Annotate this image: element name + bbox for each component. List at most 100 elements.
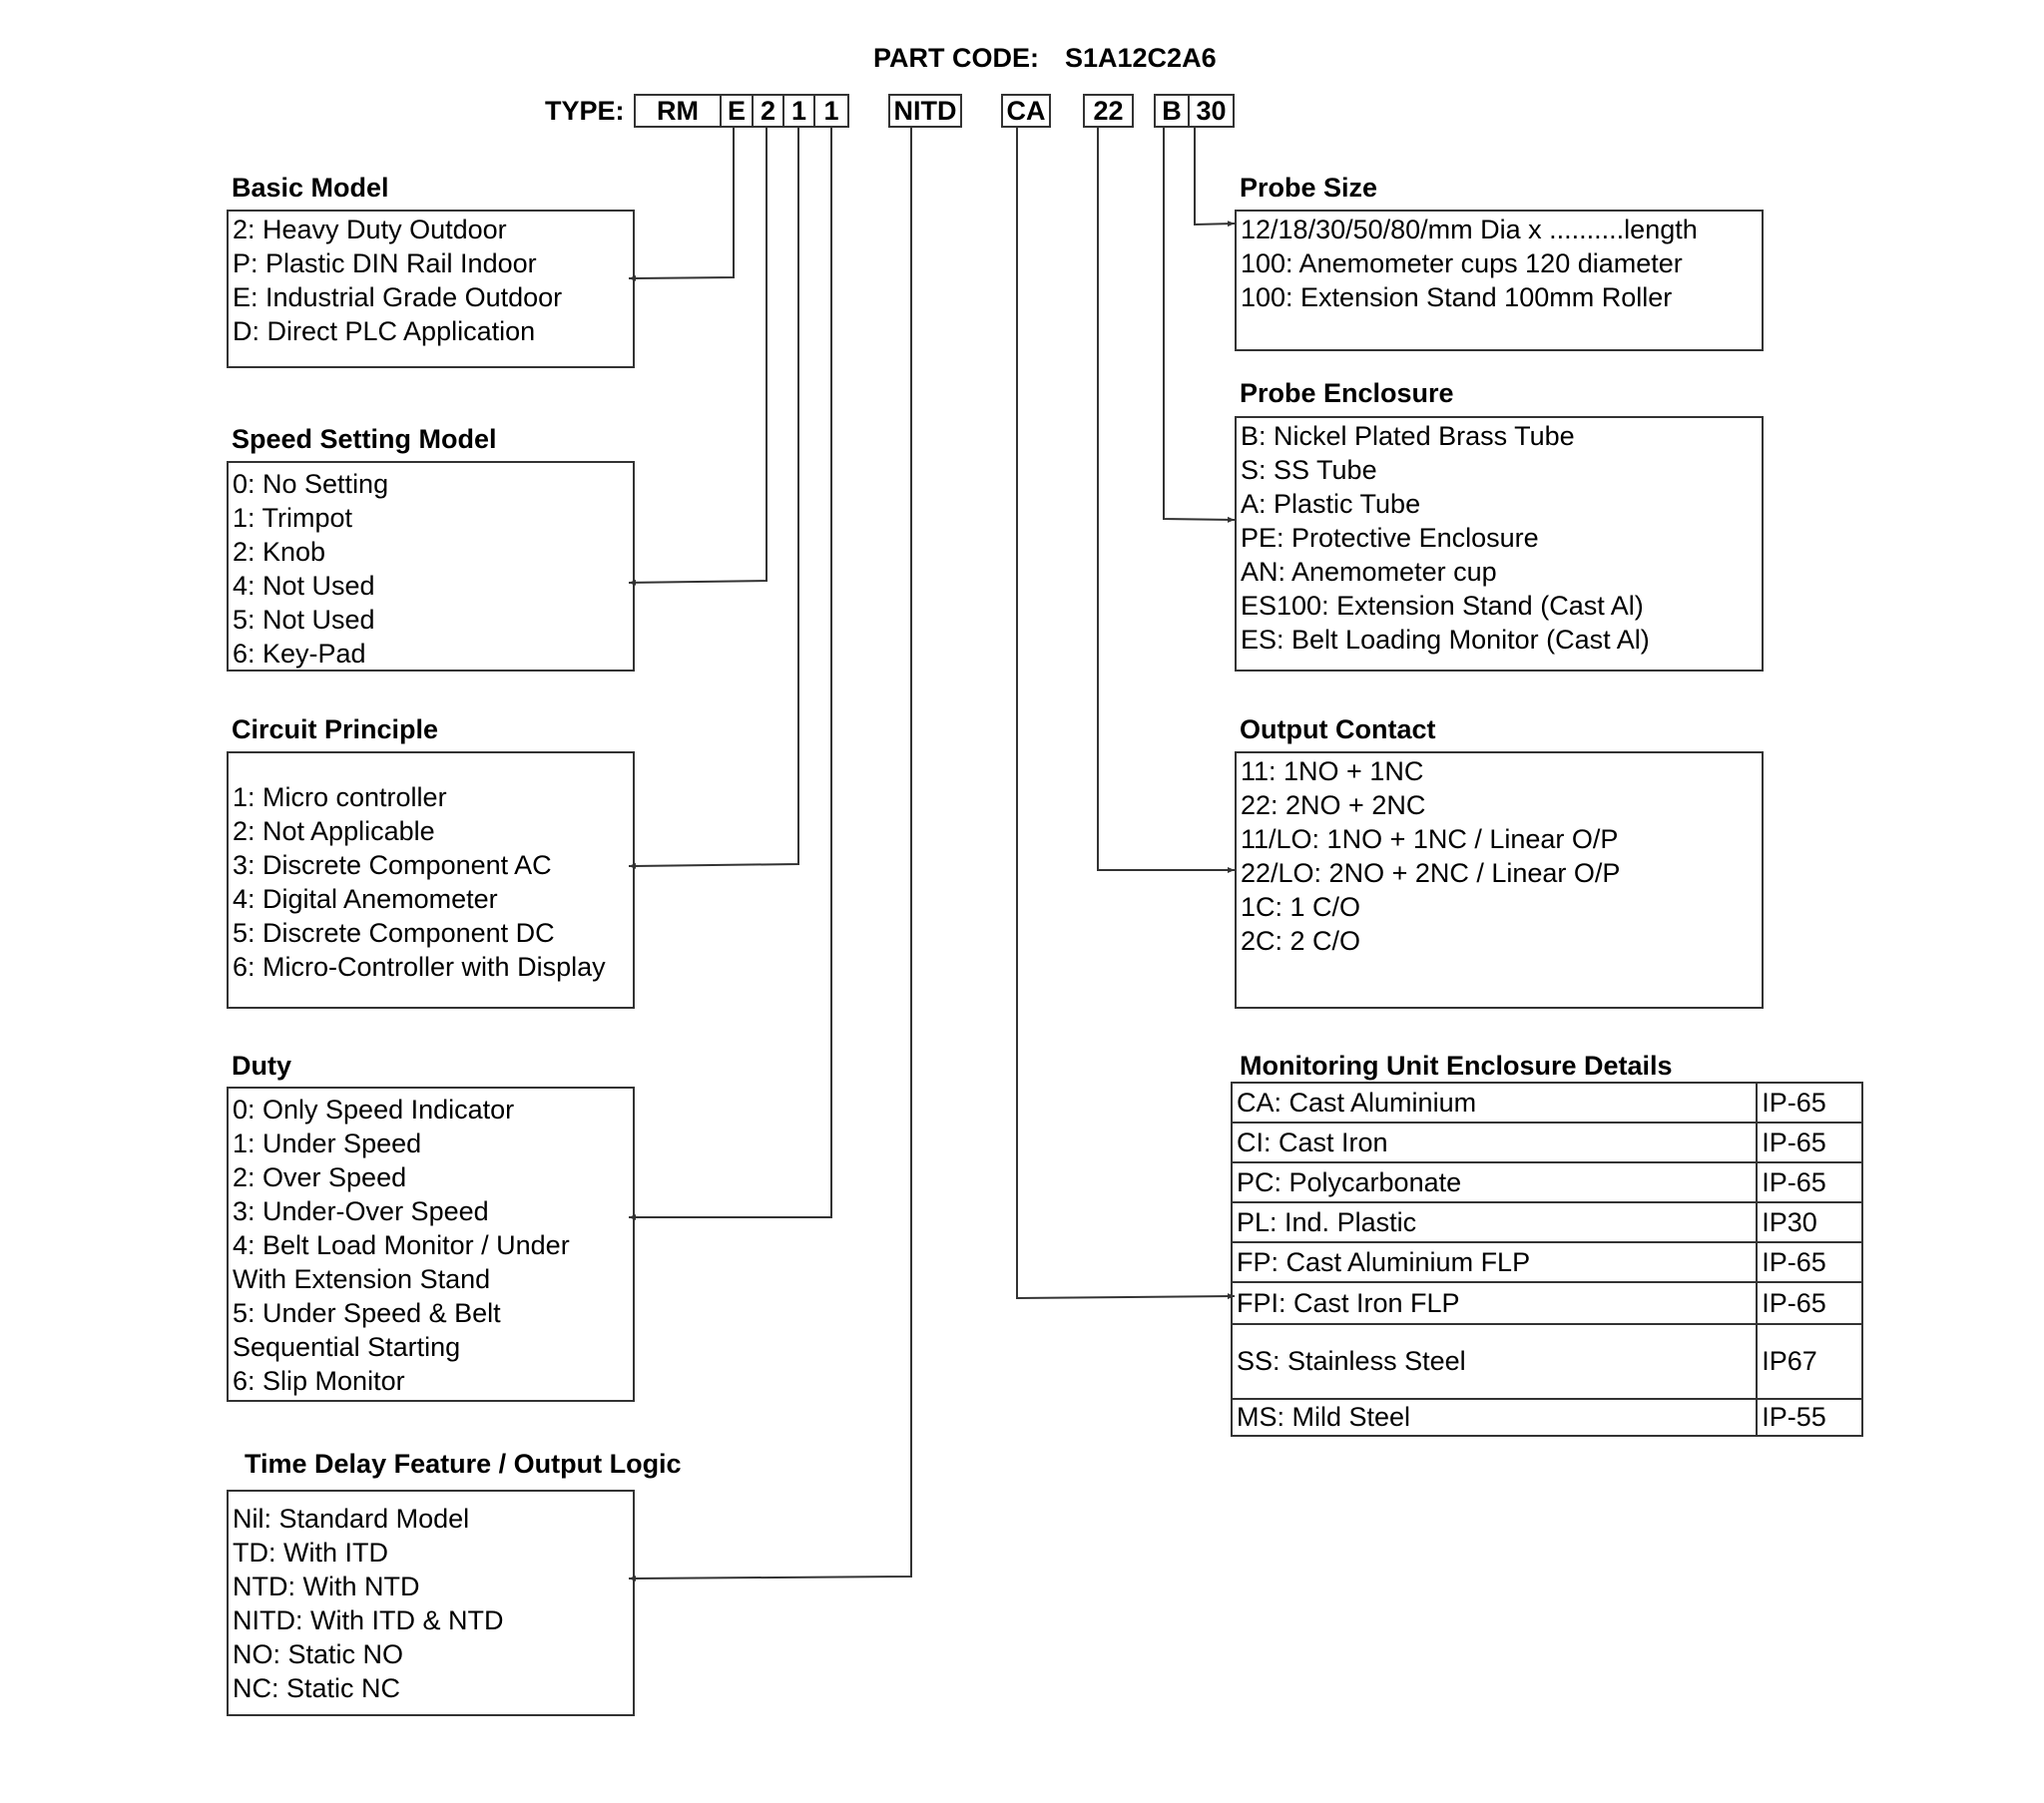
connector-duty xyxy=(629,128,832,1220)
table-cell-material: FP: Cast Aluminium FLP xyxy=(1230,1241,1759,1283)
table-cell-material: CA: Cast Aluminium xyxy=(1230,1082,1759,1124)
probe-size-box: 12/18/30/50/80/mm Dia x ..........length… xyxy=(1235,210,1764,351)
table-cell-ip-rating: IP30 xyxy=(1756,1201,1863,1243)
type-segment-circuit-principle: 1 xyxy=(782,94,815,128)
list-item: 2: Heavy Duty Outdoor xyxy=(233,215,507,244)
type-label: TYPE: xyxy=(545,96,625,126)
probe-size-title: Probe Size xyxy=(1240,173,1378,203)
list-item: 1: Trimpot xyxy=(233,503,353,533)
table-cell-material: PC: Polycarbonate xyxy=(1230,1161,1759,1203)
list-item: 6: Key-Pad xyxy=(233,639,366,669)
part-code-label: PART CODE: xyxy=(873,43,1039,73)
list-item: 4: Belt Load Monitor / Under xyxy=(233,1230,570,1260)
connector-time-delay xyxy=(628,128,912,1581)
table-row: CI: Cast Iron IP-65 xyxy=(1230,1122,1863,1163)
probe-enclosure-title: Probe Enclosure xyxy=(1240,378,1454,408)
table-cell-ip-rating: IP-65 xyxy=(1756,1122,1863,1163)
list-item: 100: Extension Stand 100mm Roller xyxy=(1241,282,1673,312)
list-item: NTD: With NTD xyxy=(233,1572,420,1601)
list-item: Sequential Starting xyxy=(233,1332,461,1362)
list-item: 12/18/30/50/80/mm Dia x ..........length xyxy=(1241,215,1698,244)
table-cell-ip-rating: IP-65 xyxy=(1756,1241,1863,1283)
list-item: PE: Protective Enclosure xyxy=(1241,523,1539,553)
list-item: 2C: 2 C/O xyxy=(1241,926,1361,956)
connector-circuit-principle xyxy=(628,128,799,869)
list-item: 5: Not Used xyxy=(233,605,375,635)
monitoring-enclosure-title: Monitoring Unit Enclosure Details xyxy=(1240,1051,1673,1081)
duty-box: 0: Only Speed Indicator 1: Under Speed 2… xyxy=(227,1087,635,1402)
list-item: 5: Discrete Component DC xyxy=(233,918,555,948)
table-cell-ip-rating: IP-65 xyxy=(1756,1082,1863,1124)
list-item: 6: Micro-Controller with Display xyxy=(233,952,606,982)
type-segment-rm: RM xyxy=(634,94,722,128)
list-item: 6: Slip Monitor xyxy=(233,1366,405,1396)
list-item: NC: Static NC xyxy=(233,1673,401,1703)
list-item: 0: Only Speed Indicator xyxy=(233,1095,515,1125)
speed-setting-title: Speed Setting Model xyxy=(232,424,497,454)
list-item: With Extension Stand xyxy=(233,1264,491,1294)
list-item: 11: 1NO + 1NC xyxy=(1241,756,1424,786)
table-row: FP: Cast Aluminium FLP IP-65 xyxy=(1230,1241,1863,1283)
list-item: E: Industrial Grade Outdoor xyxy=(233,282,563,312)
circuit-principle-box: 1: Micro controller 2: Not Applicable 3:… xyxy=(227,751,635,1009)
connector-basic-model xyxy=(628,128,735,281)
list-item: 4: Digital Anemometer xyxy=(233,884,498,914)
table-row: SS: Stainless Steel IP67 xyxy=(1230,1323,1863,1400)
monitoring-enclosure-table: CA: Cast Aluminium IP-65 CI: Cast Iron I… xyxy=(1230,1082,1863,1437)
list-item: 1C: 1 C/O xyxy=(1241,892,1361,922)
list-item: 1: Micro controller xyxy=(233,782,447,812)
list-item: P: Plastic DIN Rail Indoor xyxy=(233,248,537,278)
connector-probe-size xyxy=(1194,128,1236,227)
table-cell-material: FPI: Cast Iron FLP xyxy=(1230,1281,1759,1325)
type-segment-speed-setting: 2 xyxy=(752,94,784,128)
list-item: AN: Anemometer cup xyxy=(1241,557,1497,587)
basic-model-title: Basic Model xyxy=(232,173,389,203)
connector-speed-setting xyxy=(628,128,767,586)
output-contact-title: Output Contact xyxy=(1240,714,1436,744)
type-segment-probe-enclosure: B xyxy=(1154,94,1190,128)
type-segment-time-delay: NITD xyxy=(888,94,962,128)
basic-model-box: 2: Heavy Duty Outdoor P: Plastic DIN Rai… xyxy=(227,210,635,368)
part-code-value: S1A12C2A6 xyxy=(1065,43,1217,73)
list-item: 3: Discrete Component AC xyxy=(233,850,552,880)
list-item: 2: Knob xyxy=(233,537,326,567)
list-item: 3: Under-Over Speed xyxy=(233,1196,489,1226)
type-segment-basic-model: E xyxy=(720,94,754,128)
table-cell-ip-rating: IP67 xyxy=(1756,1323,1863,1400)
list-item: 5: Under Speed & Belt xyxy=(233,1298,501,1328)
list-item: B: Nickel Plated Brass Tube xyxy=(1241,421,1575,451)
list-item: NITD: With ITD & NTD xyxy=(233,1605,504,1635)
list-item: ES: Belt Loading Monitor (Cast Al) xyxy=(1241,625,1650,655)
table-cell-ip-rating: IP-65 xyxy=(1756,1281,1863,1325)
type-segment-duty: 1 xyxy=(813,94,849,128)
time-delay-title: Time Delay Feature / Output Logic xyxy=(245,1449,682,1479)
table-row: MS: Mild Steel IP-55 xyxy=(1230,1398,1863,1437)
list-item: Nil: Standard Model xyxy=(233,1504,470,1534)
type-segment-monitoring-enclosure: CA xyxy=(1001,94,1051,128)
list-item: ES100: Extension Stand (Cast Al) xyxy=(1241,591,1644,621)
list-item: 0: No Setting xyxy=(233,469,389,499)
connector-output-contact xyxy=(1097,128,1235,873)
table-cell-material: PL: Ind. Plastic xyxy=(1230,1201,1759,1243)
table-row: PL: Ind. Plastic IP30 xyxy=(1230,1201,1863,1243)
list-item: 1: Under Speed xyxy=(233,1128,422,1158)
list-item: 11/LO: 1NO + 1NC / Linear O/P xyxy=(1241,824,1619,854)
connector-probe-enclosure xyxy=(1163,128,1236,523)
table-cell-ip-rating: IP-65 xyxy=(1756,1161,1863,1203)
list-item: TD: With ITD xyxy=(233,1538,388,1568)
connector-monitoring-enclosure xyxy=(1016,128,1236,1300)
table-cell-material: CI: Cast Iron xyxy=(1230,1122,1759,1163)
list-item: 2: Not Applicable xyxy=(233,816,435,846)
list-item: S: SS Tube xyxy=(1241,455,1377,485)
circuit-principle-title: Circuit Principle xyxy=(232,714,439,744)
list-item: 22/LO: 2NO + 2NC / Linear O/P xyxy=(1241,858,1621,888)
output-contact-box: 11: 1NO + 1NC 22: 2NO + 2NC 11/LO: 1NO +… xyxy=(1235,751,1764,1009)
list-item: D: Direct PLC Application xyxy=(233,316,536,346)
duty-title: Duty xyxy=(232,1051,291,1081)
table-row: CA: Cast Aluminium IP-65 xyxy=(1230,1082,1863,1124)
list-item: 22: 2NO + 2NC xyxy=(1241,790,1426,820)
time-delay-box: Nil: Standard Model TD: With ITD NTD: Wi… xyxy=(227,1490,635,1716)
table-cell-material: SS: Stainless Steel xyxy=(1230,1323,1759,1400)
